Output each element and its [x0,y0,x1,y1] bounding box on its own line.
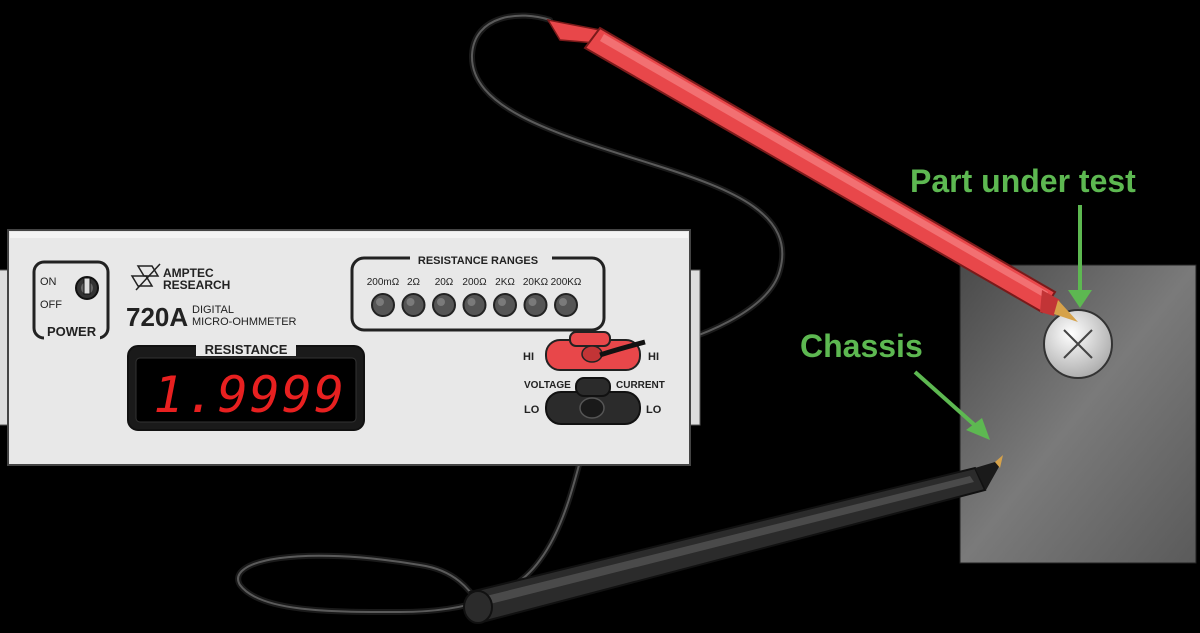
range-button[interactable] [462,293,487,317]
display-title: RESISTANCE [205,342,288,357]
range-button[interactable] [432,293,456,317]
range-label: 200mΩ [367,277,400,288]
range-button[interactable] [523,293,548,317]
range-label: 2KΩ [495,277,515,288]
model-desc-line1: DIGITAL [192,304,234,316]
power-on-label: ON [40,276,57,288]
lo-left-label: LO [524,404,540,416]
display-reading: 1.9999 [153,366,346,424]
range-button[interactable] [371,293,395,317]
lo-terminal[interactable] [545,377,641,425]
current-label: CURRENT [616,380,665,391]
black-probe [463,455,1003,624]
range-label: 20KΩ [523,277,549,288]
model-number: 720A [126,302,188,332]
range-button-highlight [467,298,476,306]
voltage-label: VOLTAGE [524,380,571,391]
hi-right-label: HI [648,351,659,363]
brand-line2: RESEARCH [163,278,230,292]
power-section: ON OFF POWER [32,260,110,340]
range-button-highlight [559,298,567,306]
range-button-highlight [437,298,445,306]
chassis-label: Chassis [800,328,923,364]
part-under-test-label: Part under test [910,163,1136,199]
red-probe [546,18,1078,322]
range-label: 200Ω [462,277,487,288]
range-button[interactable] [401,293,426,317]
terminal-panel: HI HI VOLTAGE CURRENT LO LO [523,331,665,425]
model-desc-line2: MICRO-OHMMETER [192,316,297,328]
brand-logo: AMPTEC RESEARCH [130,263,230,292]
ranges-title: RESISTANCE RANGES [418,255,538,267]
power-switch[interactable] [75,276,99,300]
range-button-highlight [376,298,384,306]
range-label: 200KΩ [551,277,582,288]
range-button-highlight [498,298,506,306]
power-off-label: OFF [40,299,62,311]
range-button[interactable] [493,293,517,317]
hi-terminal[interactable] [545,331,646,371]
range-button-highlight [406,298,415,306]
part-under-test [1043,309,1113,379]
range-button[interactable] [554,293,578,317]
range-button-highlight [528,298,537,306]
hi-left-label: HI [523,351,534,363]
range-label: 2Ω [407,277,421,288]
brand-line1: AMPTEC [163,266,214,280]
power-label: POWER [47,324,97,339]
lo-right-label: LO [646,404,662,416]
annotation-part: Part under test [910,163,1136,308]
annotation-chassis: Chassis [800,328,990,440]
range-label: 20Ω [435,277,454,288]
resistance-display: RESISTANCE 1.9999 [127,340,365,431]
